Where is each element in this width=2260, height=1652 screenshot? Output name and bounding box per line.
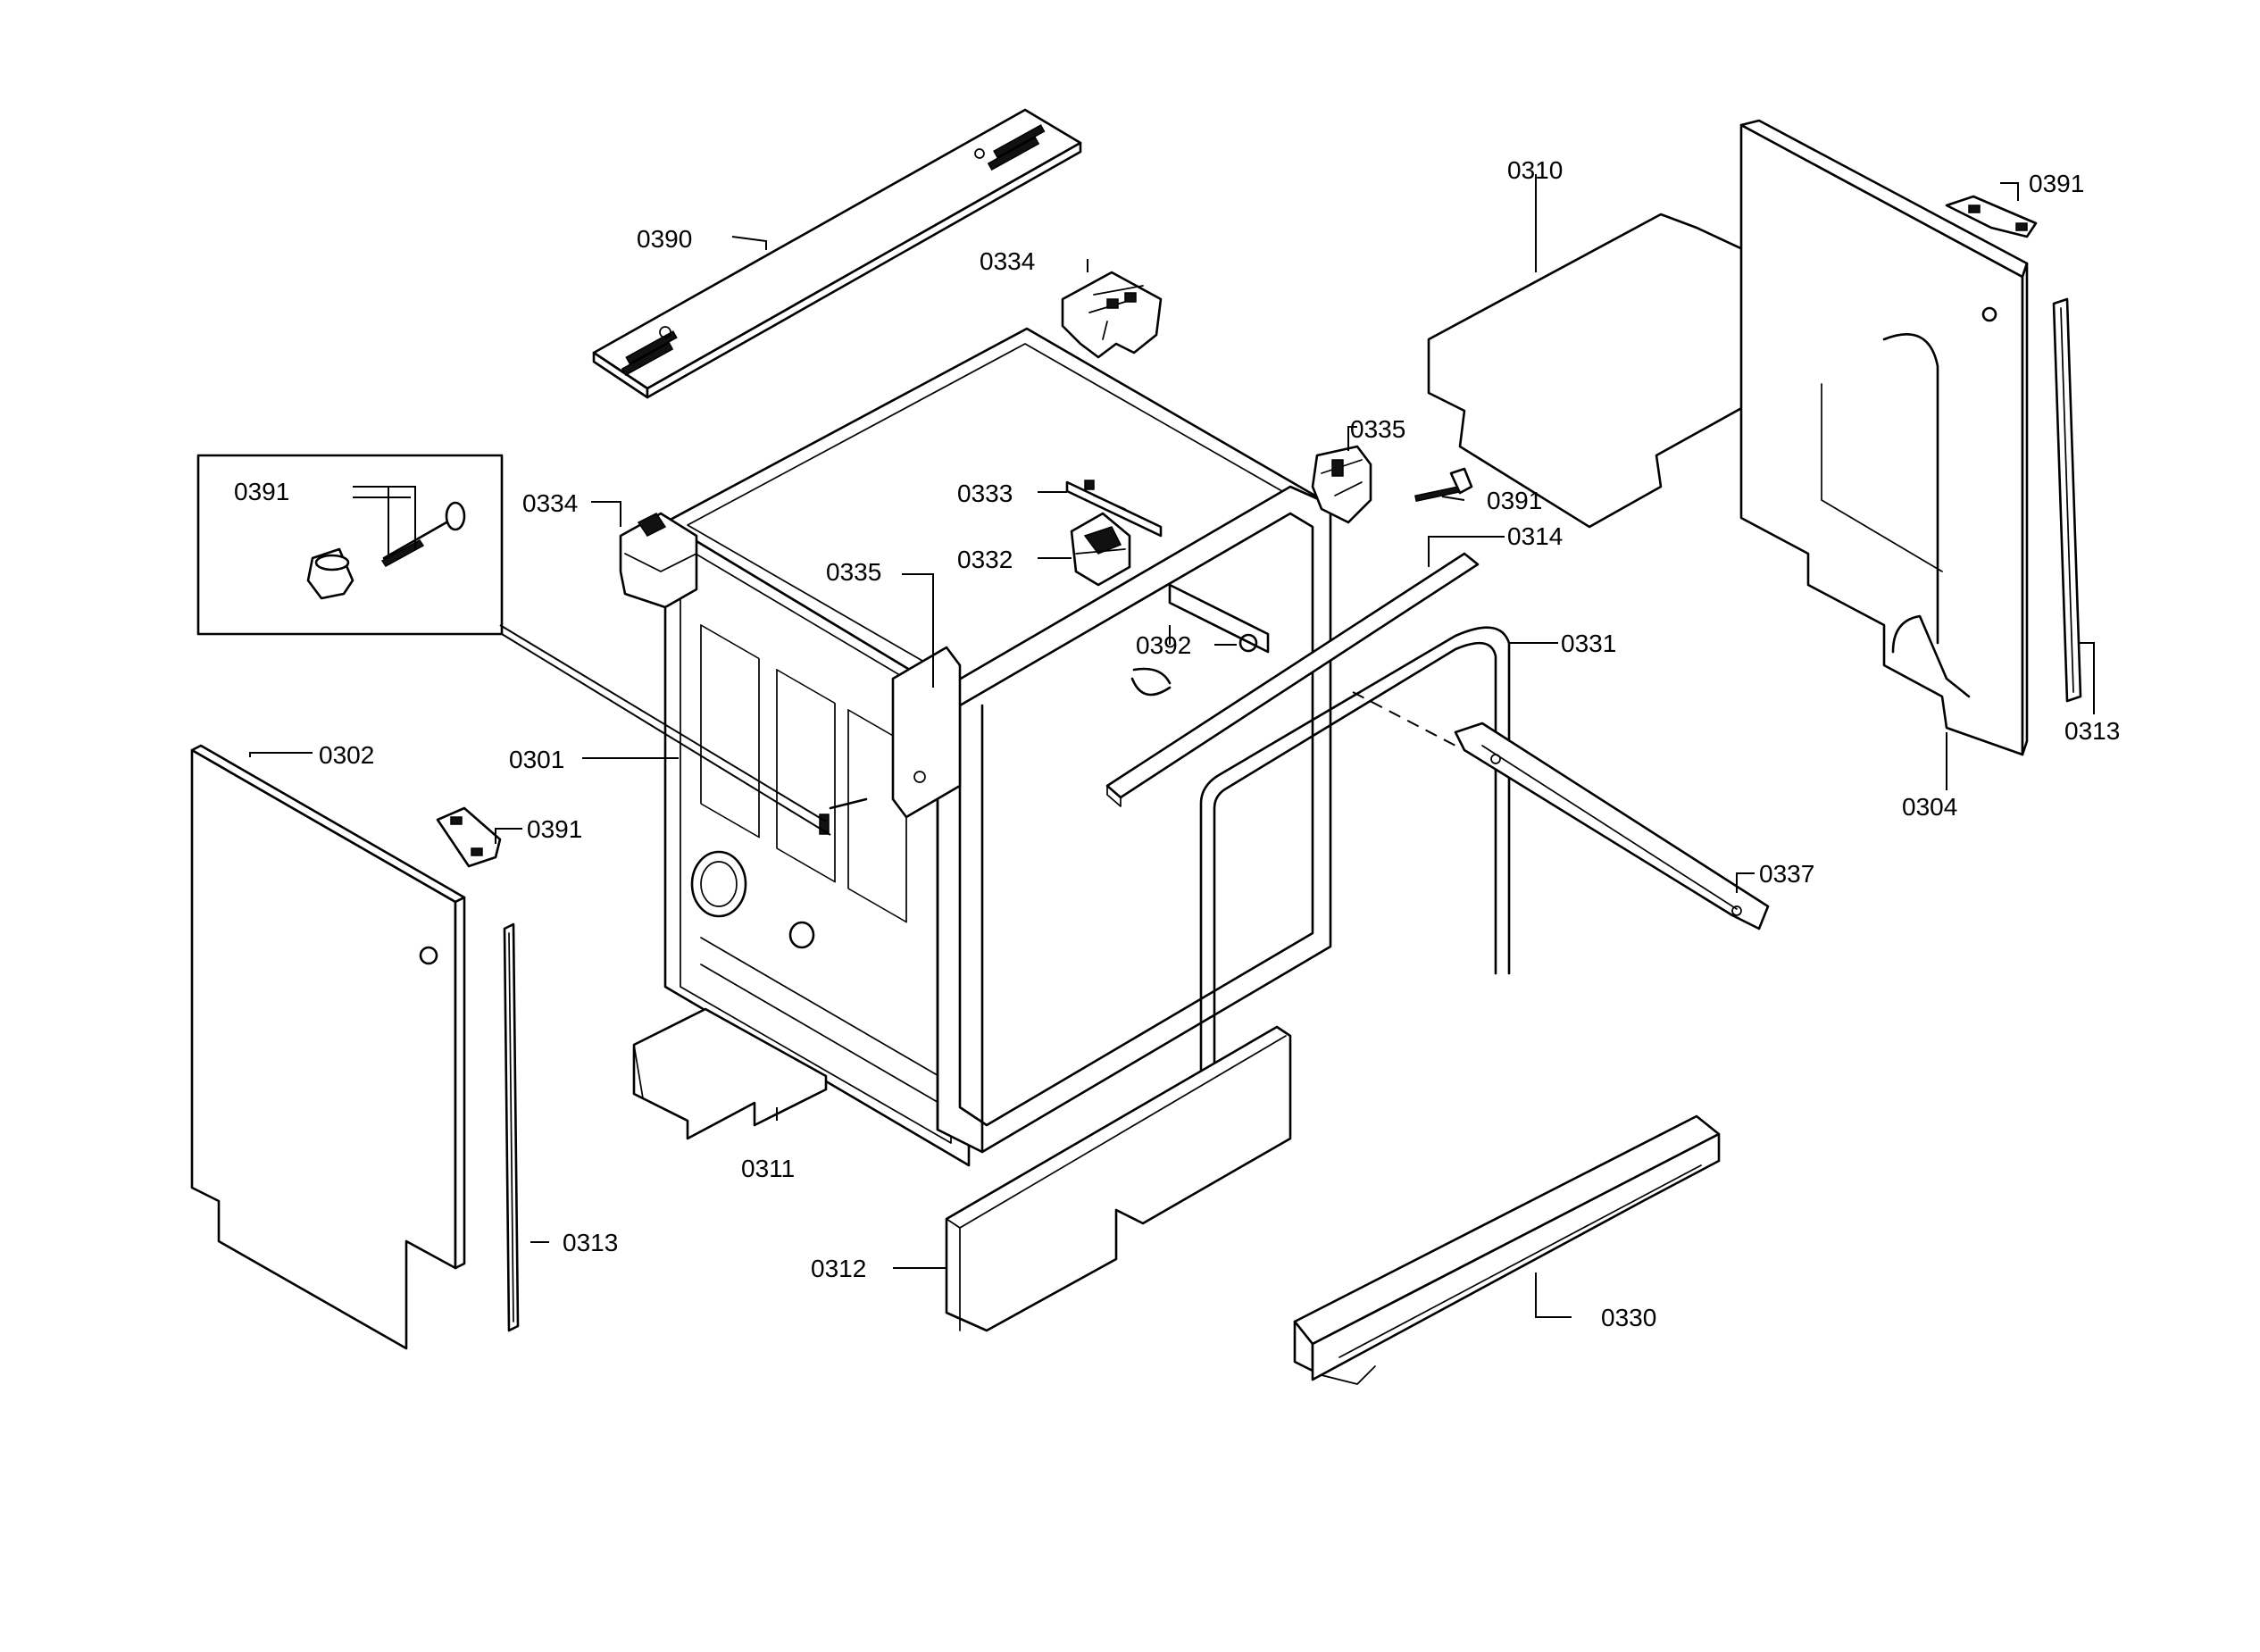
label-0302: 0302 bbox=[319, 741, 374, 769]
part-0304-side-panel-right bbox=[1739, 119, 2029, 756]
part-0391-left-clip bbox=[436, 806, 502, 868]
label-0311: 0311 bbox=[741, 1155, 795, 1182]
part-0337-rail bbox=[1454, 722, 1770, 930]
label-0314: 0314 bbox=[1507, 522, 1563, 550]
label-0335-mid: 0335 bbox=[826, 558, 881, 586]
connector-dashed-line bbox=[1352, 691, 1456, 747]
label-0330: 0330 bbox=[1601, 1304, 1656, 1331]
part-0391-mid-screw bbox=[1414, 467, 1473, 503]
part-0332-lock bbox=[1070, 512, 1131, 587]
part-0302-side-panel-left bbox=[190, 744, 466, 1350]
label-0391-mid: 0391 bbox=[1487, 487, 1542, 514]
label-0313-right: 0313 bbox=[2064, 717, 2120, 745]
part-0301-tub bbox=[663, 327, 1332, 1167]
label-0304: 0304 bbox=[1902, 793, 1957, 821]
part-0313-left-strip bbox=[503, 922, 520, 1332]
label-0333: 0333 bbox=[957, 480, 1013, 507]
part-0314-rail bbox=[1105, 552, 1480, 807]
label-0301: 0301 bbox=[509, 746, 564, 773]
label-0332: 0332 bbox=[957, 546, 1013, 573]
part-0333-latch bbox=[1065, 480, 1163, 538]
label-0390: 0390 bbox=[637, 225, 692, 253]
part-0313-right-strip bbox=[2052, 297, 2082, 703]
part-0311-insulation-block bbox=[632, 1007, 828, 1140]
part-0330-kickplate bbox=[1293, 1114, 1721, 1385]
part-0390-top-cover bbox=[592, 108, 1082, 399]
leader-lines bbox=[249, 174, 2095, 1318]
inset-box-0391 bbox=[196, 454, 504, 636]
label-0334-left: 0334 bbox=[522, 489, 578, 517]
label-0310: 0310 bbox=[1507, 156, 1563, 184]
part-0312-front-insulation bbox=[945, 1025, 1292, 1332]
label-0392: 0392 bbox=[1136, 631, 1191, 659]
part-0334-top-bracket bbox=[1061, 271, 1163, 359]
label-0391-left: 0391 bbox=[527, 815, 582, 843]
label-0391-top-right: 0391 bbox=[2029, 170, 2084, 197]
label-0337: 0337 bbox=[1759, 860, 1814, 888]
label-0334-top: 0334 bbox=[980, 247, 1035, 275]
part-0334-left-bracket bbox=[619, 512, 698, 609]
label-0391-inset: 0391 bbox=[234, 478, 289, 505]
part-0391-top-right-clip bbox=[1945, 195, 2038, 238]
part-0335-right-bracket bbox=[1311, 445, 1372, 524]
label-0313-left: 0313 bbox=[563, 1229, 618, 1256]
label-0312: 0312 bbox=[811, 1255, 866, 1282]
part-0331-seal bbox=[1199, 626, 1511, 1145]
label-0331: 0331 bbox=[1561, 630, 1616, 657]
label-0335-right: 0335 bbox=[1350, 415, 1405, 443]
